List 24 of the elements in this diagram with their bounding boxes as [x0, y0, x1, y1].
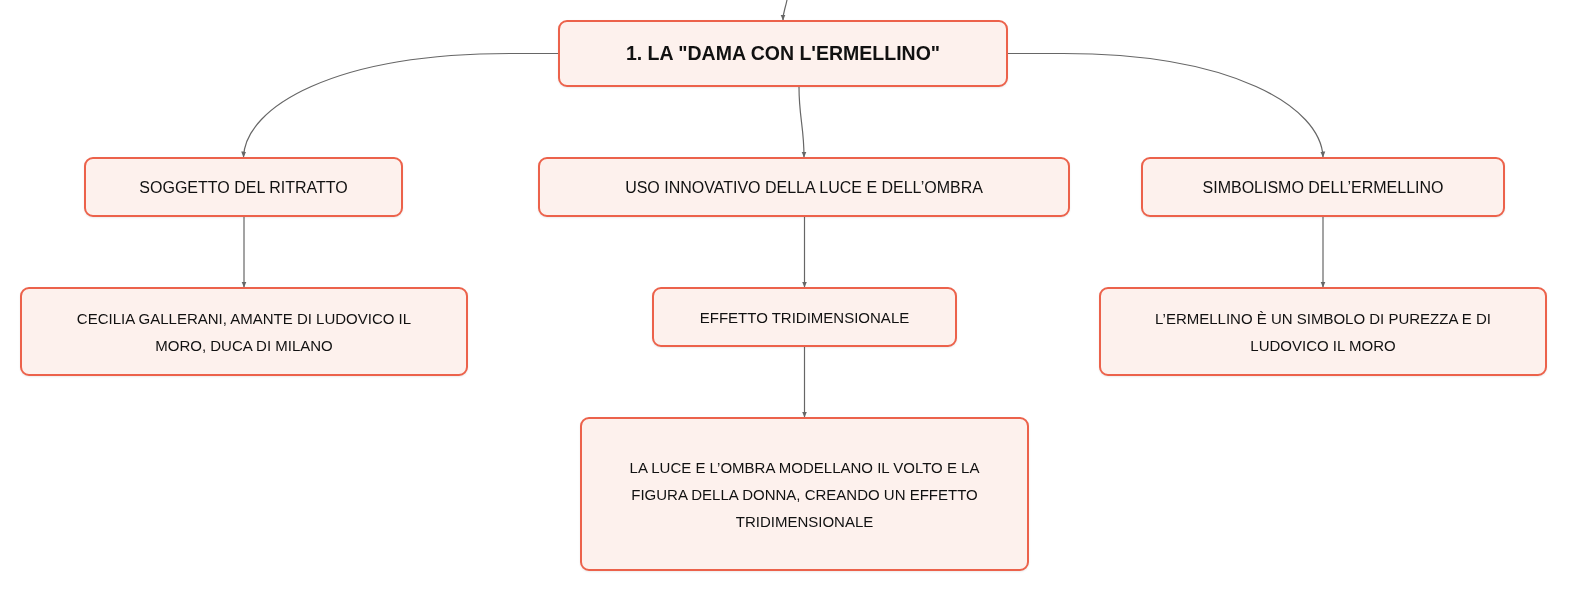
topic-text: L’ERMELLINO È UN SIMBOLO DI PUREZZA E DI LUDOVICO IL MORO — [1154, 308, 1492, 356]
topic-box — [652, 287, 957, 347]
connector-arrow — [802, 216, 807, 288]
topic-title: 1. LA "DAMA CON L'ERMELLINO" — [625, 41, 941, 66]
connector-arrow — [241, 216, 247, 288]
central-topic-box — [558, 20, 1008, 87]
topic-box — [20, 287, 468, 376]
topic-box — [84, 157, 403, 217]
connector-arrow — [242, 52, 559, 158]
connector-arrow — [802, 346, 807, 418]
connector-arrow — [780, 0, 788, 21]
connector-arrow — [1007, 52, 1325, 158]
connector-arrow — [1320, 216, 1326, 288]
topic-box — [538, 157, 1070, 217]
topic-text: SIMBOLISMO DELL’ERMELLINO — [1202, 177, 1444, 198]
topic-text: CECILIA GALLERANI, AMANTE DI LUDOVICO IL MORO, DUCA DI MILANO — [75, 308, 413, 356]
topic-box — [1099, 287, 1547, 376]
topic-box — [580, 417, 1029, 571]
connector-arrow — [798, 86, 807, 158]
topic-text: LA LUCE E L’OMBRA MODELLANO IL VOLTO E LA FIGURA DELLA DONNA, CREANDO UN EFFETTO TRIDIMENSIONALE — [628, 457, 981, 532]
topic-text: EFFETTO TRIDIMENSIONALE — [699, 307, 910, 328]
topic-text: USO INNOVATIVO DELLA LUCE E DELL’OMBRA — [625, 177, 983, 198]
topic-box — [1141, 157, 1505, 217]
topic-text: SOGGETTO DEL RITRATTO — [139, 177, 348, 198]
